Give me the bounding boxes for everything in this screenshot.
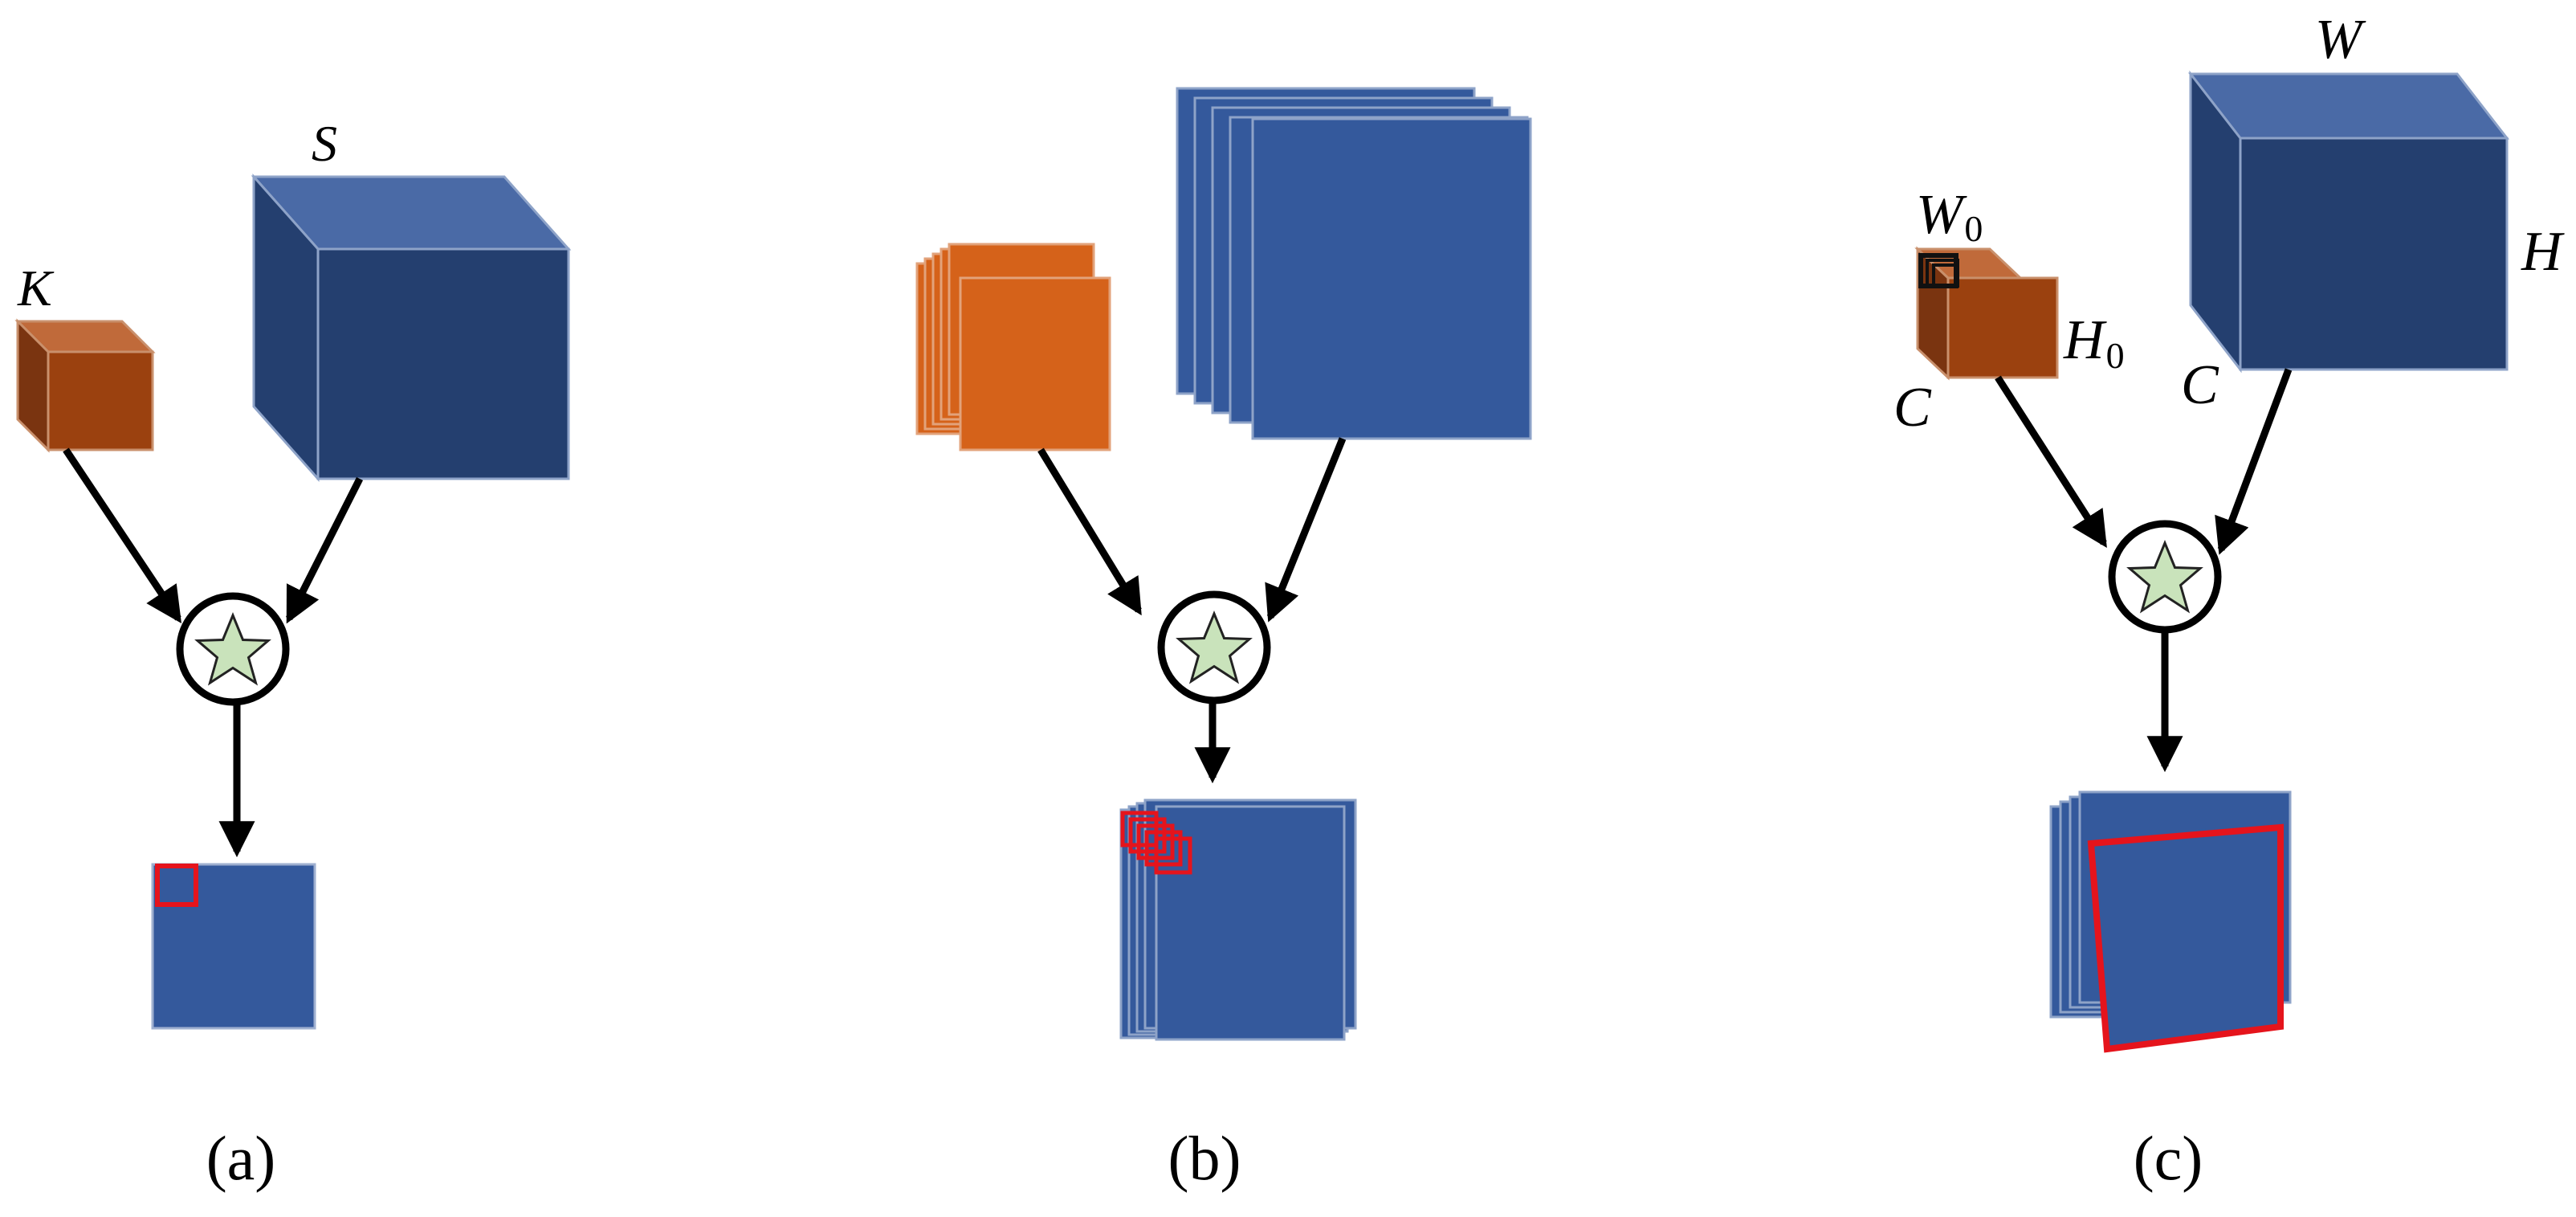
arrow-kernel-to-op-b: [1037, 447, 1142, 616]
panel-a: K S (a): [14, 115, 572, 1193]
response-cell-highlight: [155, 864, 198, 907]
search-width-label-c: W: [2315, 9, 2366, 71]
kernel-cube-a: [14, 318, 156, 453]
kernel-label-a: K: [17, 259, 55, 317]
arrow-search-to-op-a: [285, 476, 364, 624]
kernel-stack-b: [915, 243, 1111, 451]
arrow-kernel-to-op-a: [63, 447, 181, 623]
response-map-a: [151, 863, 316, 1030]
caption-c: (c): [2134, 1123, 2203, 1193]
search-stack-b: [1176, 87, 1532, 440]
search-label-a: S: [312, 115, 337, 172]
kernel-height-label-c: H0: [2063, 309, 2125, 376]
search-channel-label-c: C: [2181, 354, 2219, 416]
panel-c: W0 H0 C W H C (c): [1893, 9, 2565, 1193]
correlation-operator-a: [176, 592, 290, 706]
response-map-highlight: [2087, 823, 2284, 1053]
kernel-channel-label-c: C: [1893, 377, 1932, 439]
search-cube-c: [2187, 70, 2510, 374]
caption-a: (a): [206, 1123, 276, 1193]
kernel-cube-c: [1914, 246, 2059, 381]
arrow-kernel-to-op-c: [1995, 375, 2107, 549]
response-cell-highlights: [1120, 811, 1192, 875]
arrow-search-to-op-c: [2215, 368, 2293, 555]
caption-b: (b): [1168, 1123, 1241, 1193]
correlation-operator-b: [1157, 590, 1271, 704]
kernel-width-label-c: W0: [1916, 184, 1983, 249]
response-stack-c: [2049, 790, 2292, 1053]
response-stack-b: [1119, 798, 1357, 1041]
panel-b: (b): [915, 87, 1532, 1193]
search-cube-a: [251, 174, 572, 482]
arrow-search-to-op-b: [1265, 437, 1347, 623]
search-height-label-c: H: [2521, 221, 2565, 283]
correlation-operator-c: [2108, 520, 2222, 634]
kernel-channel-glyph: [1918, 253, 1959, 288]
